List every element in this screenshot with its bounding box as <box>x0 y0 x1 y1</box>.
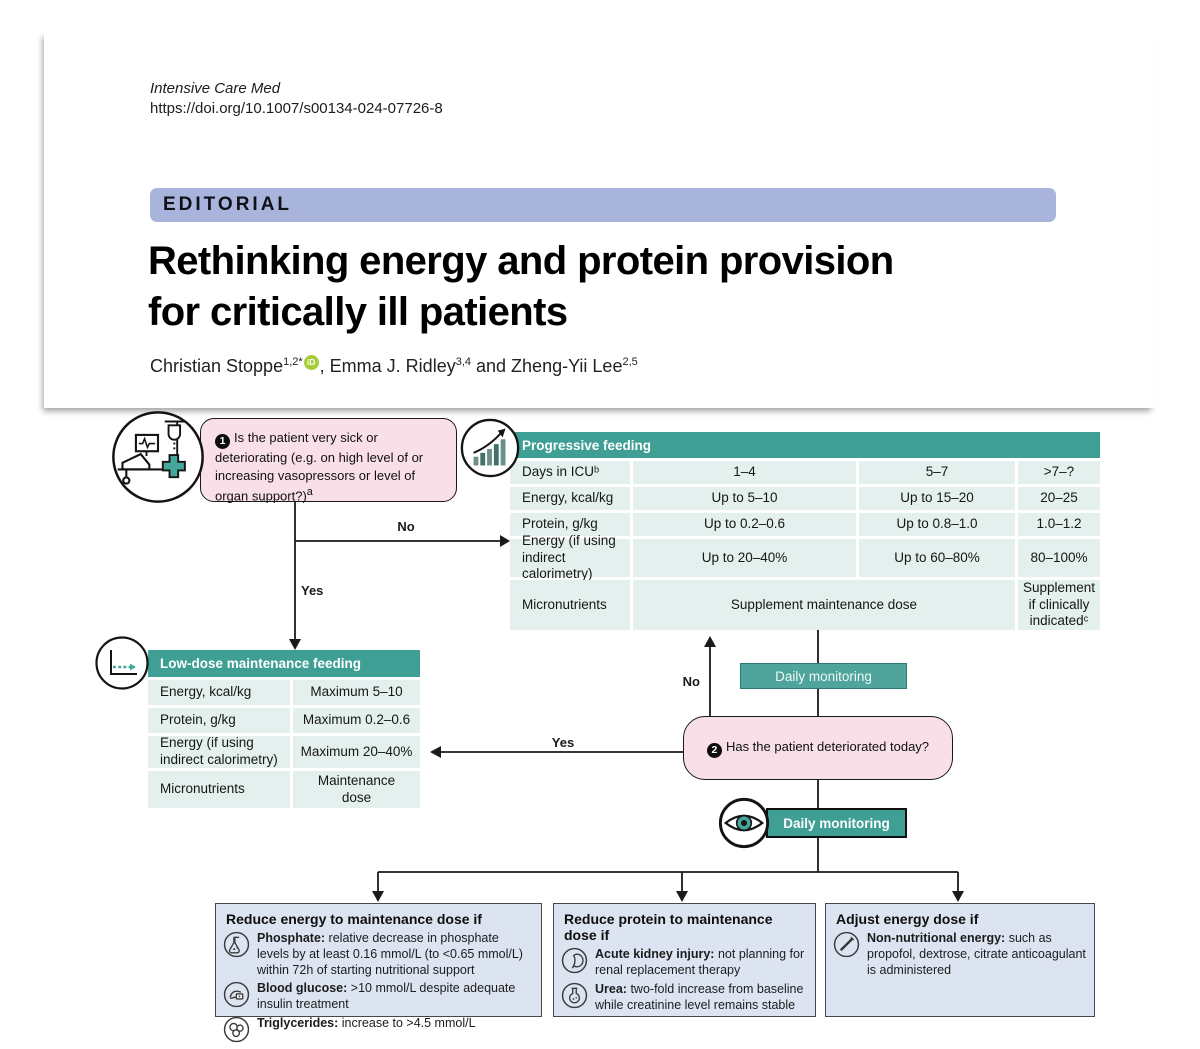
criterion-label: Blood glucose: <box>257 981 348 995</box>
question-1-text: Is the patient very sick or deterioratin… <box>215 430 424 504</box>
lowdose-row-value: Maintenance dose <box>293 771 420 808</box>
author-separator: , <box>319 356 330 376</box>
article-header-card: Intensive Care Med https://doi.org/10.10… <box>44 30 1156 408</box>
lowdose-row-label: Micronutrients <box>148 771 290 808</box>
round-flask-icon <box>561 982 588 1014</box>
row-energy-col2: Up to 15–20 <box>859 487 1015 510</box>
section-label: EDITORIAL <box>163 194 293 215</box>
row-days-col2: 5–7 <box>859 461 1015 484</box>
author-3: Zheng-Yii Lee <box>511 356 623 376</box>
title-line-1: Rethinking energy and protein provision <box>148 239 894 283</box>
growth-chart-icon <box>459 417 521 484</box>
lowdose-row-label: Energy (if using indirect calorimetry) <box>148 735 290 768</box>
row-micronutrients-col12: Supplement maintenance dose <box>633 580 1015 630</box>
row-calorimetry-col2: Up to 60–80% <box>859 539 1015 577</box>
criteria-box-title: Reduce energy to maintenance dose if <box>226 911 482 927</box>
section-banner: EDITORIAL <box>150 188 1056 222</box>
author-1: Christian Stoppe <box>150 356 284 376</box>
lowdose-row-value: Maximum 20–40% <box>293 736 420 768</box>
question-1-number: 1 <box>215 434 230 449</box>
lowdose-row-value: Maximum 5–10 <box>293 680 420 705</box>
reduce-protein-box: Reduce protein to maintenance dose if Ac… <box>553 903 816 1017</box>
criterion-text: two-fold increase from baseline while cr… <box>595 982 804 1012</box>
question-2-number: 2 <box>706 743 722 758</box>
criterion-text: increase to >4.5 mmol/L <box>341 1016 476 1030</box>
glucometer-hand-icon <box>223 981 250 1013</box>
edge-label-no-1: No <box>397 519 415 534</box>
criterion-item: Acute kidney injury: not planning for re… <box>554 946 815 981</box>
row-days-col3: >7–? <box>1018 461 1100 484</box>
criterion-text: such as propofol, dextrose, citrate anti… <box>867 931 1086 977</box>
kidney-icon <box>561 947 588 979</box>
row-protein-col2: Up to 0.8–1.0 <box>859 513 1015 536</box>
row-micronutrients-col3: Supplement if clinically indicatedᶜ <box>1018 580 1100 630</box>
edge-label-no-2: No <box>682 674 700 689</box>
lowdose-row-label: Protein, g/kg <box>148 708 290 733</box>
row-calorimetry-col3: 80–100% <box>1018 539 1100 577</box>
criterion-label: Triglycerides: <box>257 1016 339 1030</box>
patient-bed-icon <box>110 409 206 510</box>
criterion-label: Acute kidney injury: <box>595 947 715 961</box>
criterion-item: Urea: two-fold increase from baseline wh… <box>554 981 815 1016</box>
criterion-item: Triglycerides: increase to >4.5 mmol/L <box>216 1015 541 1049</box>
author-separator: and <box>471 356 512 376</box>
row-protein-col3: 1.0–1.2 <box>1018 513 1100 536</box>
lowdose-table-title: Low-dose maintenance feeding <box>148 650 420 677</box>
criterion-item: Phosphate: relative decrease in phosphat… <box>216 930 541 980</box>
flatline-chart-icon <box>94 635 150 696</box>
row-calorimetry-col1: Up to 20–40% <box>633 539 856 577</box>
criterion-text: relative decrease in phosphate levels by… <box>257 931 523 977</box>
edge-label-yes-1: Yes <box>301 583 324 598</box>
row-energy-col3: 20–25 <box>1018 487 1100 510</box>
daily-monitoring-box-bottom: Daily monitoring <box>766 808 907 838</box>
question-2-text: Has the patient deteriorated today? <box>725 739 930 754</box>
criterion-text: not planning for renal replacement thera… <box>595 947 805 977</box>
crossed-syringe-icon <box>833 931 860 963</box>
row-micronutrients-label: Micronutrients <box>510 580 630 630</box>
author-1-affiliations: 1,2* <box>283 356 303 368</box>
author-2: Emma J. Ridley <box>329 356 456 376</box>
author-2-affiliations: 3,4 <box>455 356 471 368</box>
row-energy-col1: Up to 5–10 <box>633 487 856 510</box>
doi-text: https://doi.org/10.1007/s00134-024-07726… <box>150 100 443 117</box>
title-line-2: for critically ill patients <box>148 290 568 334</box>
flask-icon <box>223 931 250 963</box>
article-title: Rethinking energy and protein provision … <box>148 236 894 338</box>
criterion-item: Blood glucose: >10 mmol/L despite adequa… <box>216 980 541 1015</box>
lowdose-row-label: Energy, kcal/kg <box>148 680 290 705</box>
row-days-label: Days in ICUᵇ <box>510 461 630 484</box>
edge-label-yes-2: Yes <box>551 735 575 750</box>
lowdose-row-value: Maximum 0.2–0.6 <box>293 708 420 733</box>
journal-name: Intensive Care Med <box>150 80 281 97</box>
eye-icon <box>717 796 771 855</box>
criteria-box-title: Adjust energy dose if <box>836 911 979 927</box>
row-protein-label: Protein, g/kg <box>510 513 630 536</box>
question-1-footnote: a <box>306 485 313 498</box>
row-energy-label: Energy, kcal/kg <box>510 487 630 510</box>
orcid-icon: iD <box>303 355 319 370</box>
lowdose-feeding-table: Low-dose maintenance feeding Energy, kca… <box>148 650 420 808</box>
author-3-affiliations: 2,5 <box>622 356 638 368</box>
row-calorimetry-label: Energy (if using indirect calorimetry) <box>510 533 630 581</box>
lipid-molecule-icon <box>223 1016 250 1048</box>
criterion-text: >10 mmol/L despite adequate insulin trea… <box>257 981 516 1011</box>
criterion-label: Urea: <box>595 982 627 996</box>
criterion-label: Non-nutritional energy: <box>867 931 1006 945</box>
criteria-box-title: Reduce protein to maintenance dose if <box>564 911 773 943</box>
adjust-energy-box: Adjust energy dose if Non-nutritional en… <box>825 903 1095 1017</box>
progressive-table-title: Progressive feeding <box>510 432 1100 458</box>
row-days-col1: 1–4 <box>633 461 856 484</box>
reduce-energy-box: Reduce energy to maintenance dose if Pho… <box>215 903 542 1043</box>
criterion-item: Non-nutritional energy: such as propofol… <box>826 930 1094 980</box>
daily-monitoring-box-top: Daily monitoring <box>740 663 907 689</box>
criterion-label: Phosphate: <box>257 931 326 945</box>
row-protein-col1: Up to 0.2–0.6 <box>633 513 856 536</box>
progressive-feeding-table: Progressive feeding Days in ICUᵇ 1–4 5–7… <box>510 432 1100 630</box>
authors-line: Christian Stoppe1,2*iD, Emma J. Ridley3,… <box>150 355 638 377</box>
